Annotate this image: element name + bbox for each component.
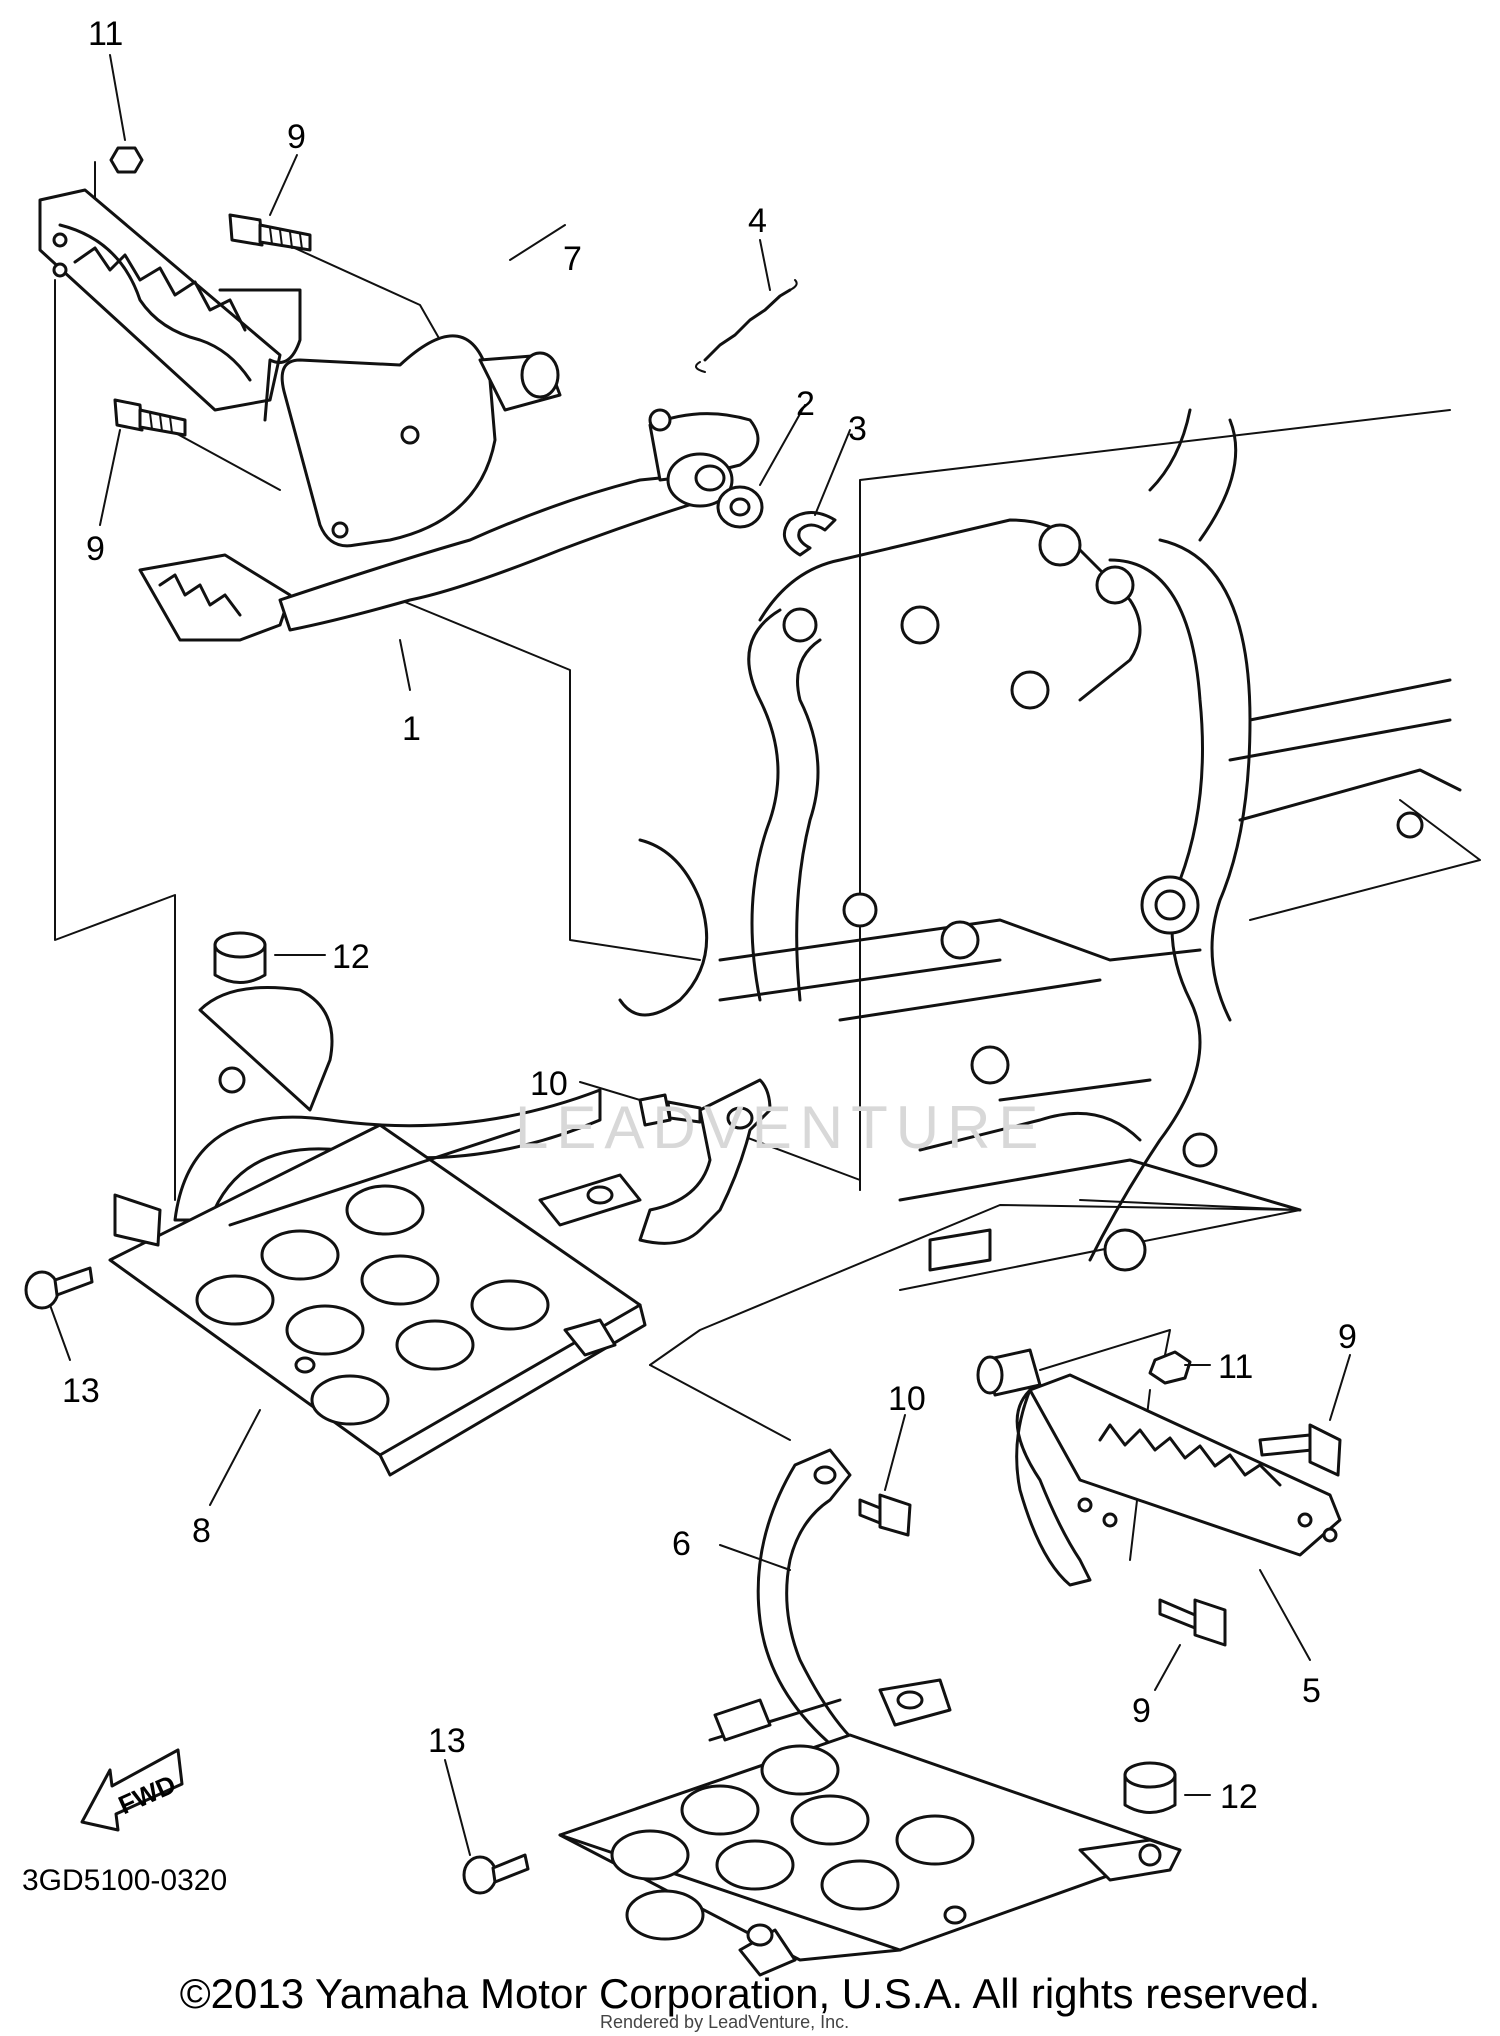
brake-pedal [138,408,760,642]
callout-4: 4 [748,202,767,240]
bolt-9-right-upper [1258,1423,1342,1477]
callout-9-middle: 9 [86,530,105,568]
small-hardware [695,279,837,557]
bolt-10-lower [858,1493,912,1537]
callout-labels: 11 9 4 7 2 3 9 1 12 10 13 8 11 9 10 6 9 … [62,15,1357,1816]
right-footrest-assembly [976,1348,1342,1587]
callout-9-upper: 9 [287,118,306,156]
frame-structure [618,408,1481,1291]
bolt-13-left [24,1266,94,1310]
callout-1: 1 [402,710,421,748]
grommet-12-upper [213,931,267,984]
callout-leaders [49,54,1351,1856]
grommet-12-lower [1123,1761,1177,1814]
fwd-arrow: FWD [80,1748,184,1832]
copyright-notice: ©2013 Yamaha Motor Corporation, U.S.A. A… [179,1970,1321,2017]
callout-8: 8 [192,1512,211,1550]
callout-3: 3 [848,410,867,448]
callout-10-lower: 10 [888,1380,926,1418]
callout-7: 7 [563,240,582,278]
callout-11-lower: 11 [1218,1348,1253,1386]
left-footrest-assembly [38,146,302,422]
right-footboard [558,1448,1182,1977]
rendered-by-note: Rendered by LeadVenture, Inc. [600,2012,850,2032]
callout-9-right-upper: 9 [1338,1318,1357,1356]
callout-10-upper: 10 [530,1065,568,1103]
callout-13-left: 13 [62,1372,100,1410]
callout-2: 2 [796,385,815,423]
bolt-10-upper [638,1093,702,1127]
callout-13-lower: 13 [428,1722,466,1760]
brake-pedal-bracket [280,334,562,548]
callout-12-lower: 12 [1220,1778,1258,1816]
watermark: LEADVENTURE [515,1094,1047,1161]
callout-5: 5 [1302,1672,1321,1710]
bolt-13-lower [462,1853,530,1895]
bolt-9-upper [228,213,312,252]
callout-9-right-lower: 9 [1132,1692,1151,1730]
bolt-9-middle [113,398,187,437]
part-code: 3GD5100-0320 [22,1864,227,1897]
left-footboard [108,986,772,1477]
callout-12-upper: 12 [332,938,370,976]
bolt-9-right-lower [1158,1598,1227,1647]
callout-6: 6 [672,1525,691,1563]
callout-11-upper: 11 [88,15,123,53]
